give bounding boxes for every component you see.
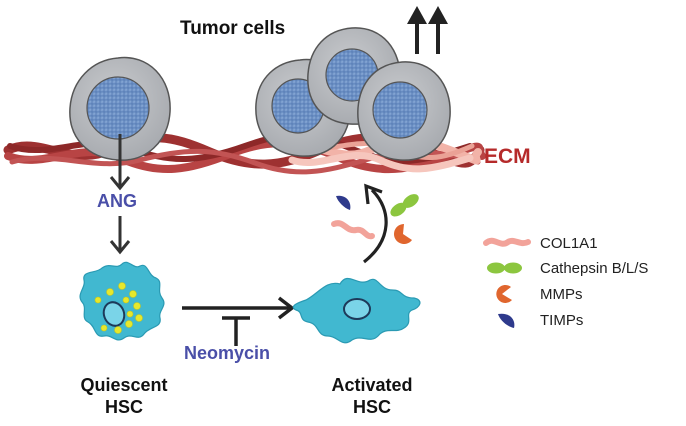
secreted-molecules	[331, 194, 419, 245]
timp-molecule-icon	[336, 195, 351, 210]
legend-label-col1a1: COL1A1	[540, 235, 598, 252]
tumor-cell-left	[69, 56, 171, 161]
tumor-cells-title: Tumor cells	[180, 18, 286, 39]
arrow-secretion	[363, 183, 388, 264]
quiescent-line1: Quiescent	[80, 375, 168, 395]
ang-label: ANG	[97, 191, 137, 211]
ecm-label: ECM	[484, 145, 531, 168]
tumor-cell-cluster	[255, 27, 451, 161]
arrow-tumor-to-ang	[109, 134, 131, 191]
inhibition-bar-icon	[222, 316, 250, 346]
activated-hsc-label: Activated HSC	[316, 374, 428, 418]
arrow-ang-to-hsc	[109, 216, 131, 255]
cathepsin-molecule-icon	[390, 194, 419, 217]
legend-icons	[483, 237, 531, 328]
col1a1-fiber-icon	[483, 237, 531, 247]
legend-label-mmps: MMPs	[540, 286, 583, 303]
activated-line1: Activated	[331, 375, 413, 395]
quiescent-hsc-cell	[79, 261, 165, 341]
activated-line2: HSC	[352, 397, 391, 417]
mmp-molecule-icon	[393, 224, 412, 245]
neomycin-label: Neomycin	[184, 343, 271, 363]
mmp-icon	[496, 284, 512, 303]
activated-hsc-cell	[292, 277, 421, 344]
cathepsin-icon	[487, 262, 522, 274]
increase-arrows-icon	[407, 6, 448, 54]
quiescent-hsc-label: Quiescent HSC	[68, 374, 180, 418]
quiescent-line2: HSC	[104, 397, 143, 417]
legend-label-timps: TIMPs	[540, 312, 584, 329]
col1a1-molecule-icon	[331, 220, 375, 240]
arrow-activation	[182, 296, 295, 320]
timp-icon	[498, 313, 515, 328]
legend-label-cathepsin: Cathepsin B/L/S	[540, 260, 649, 277]
